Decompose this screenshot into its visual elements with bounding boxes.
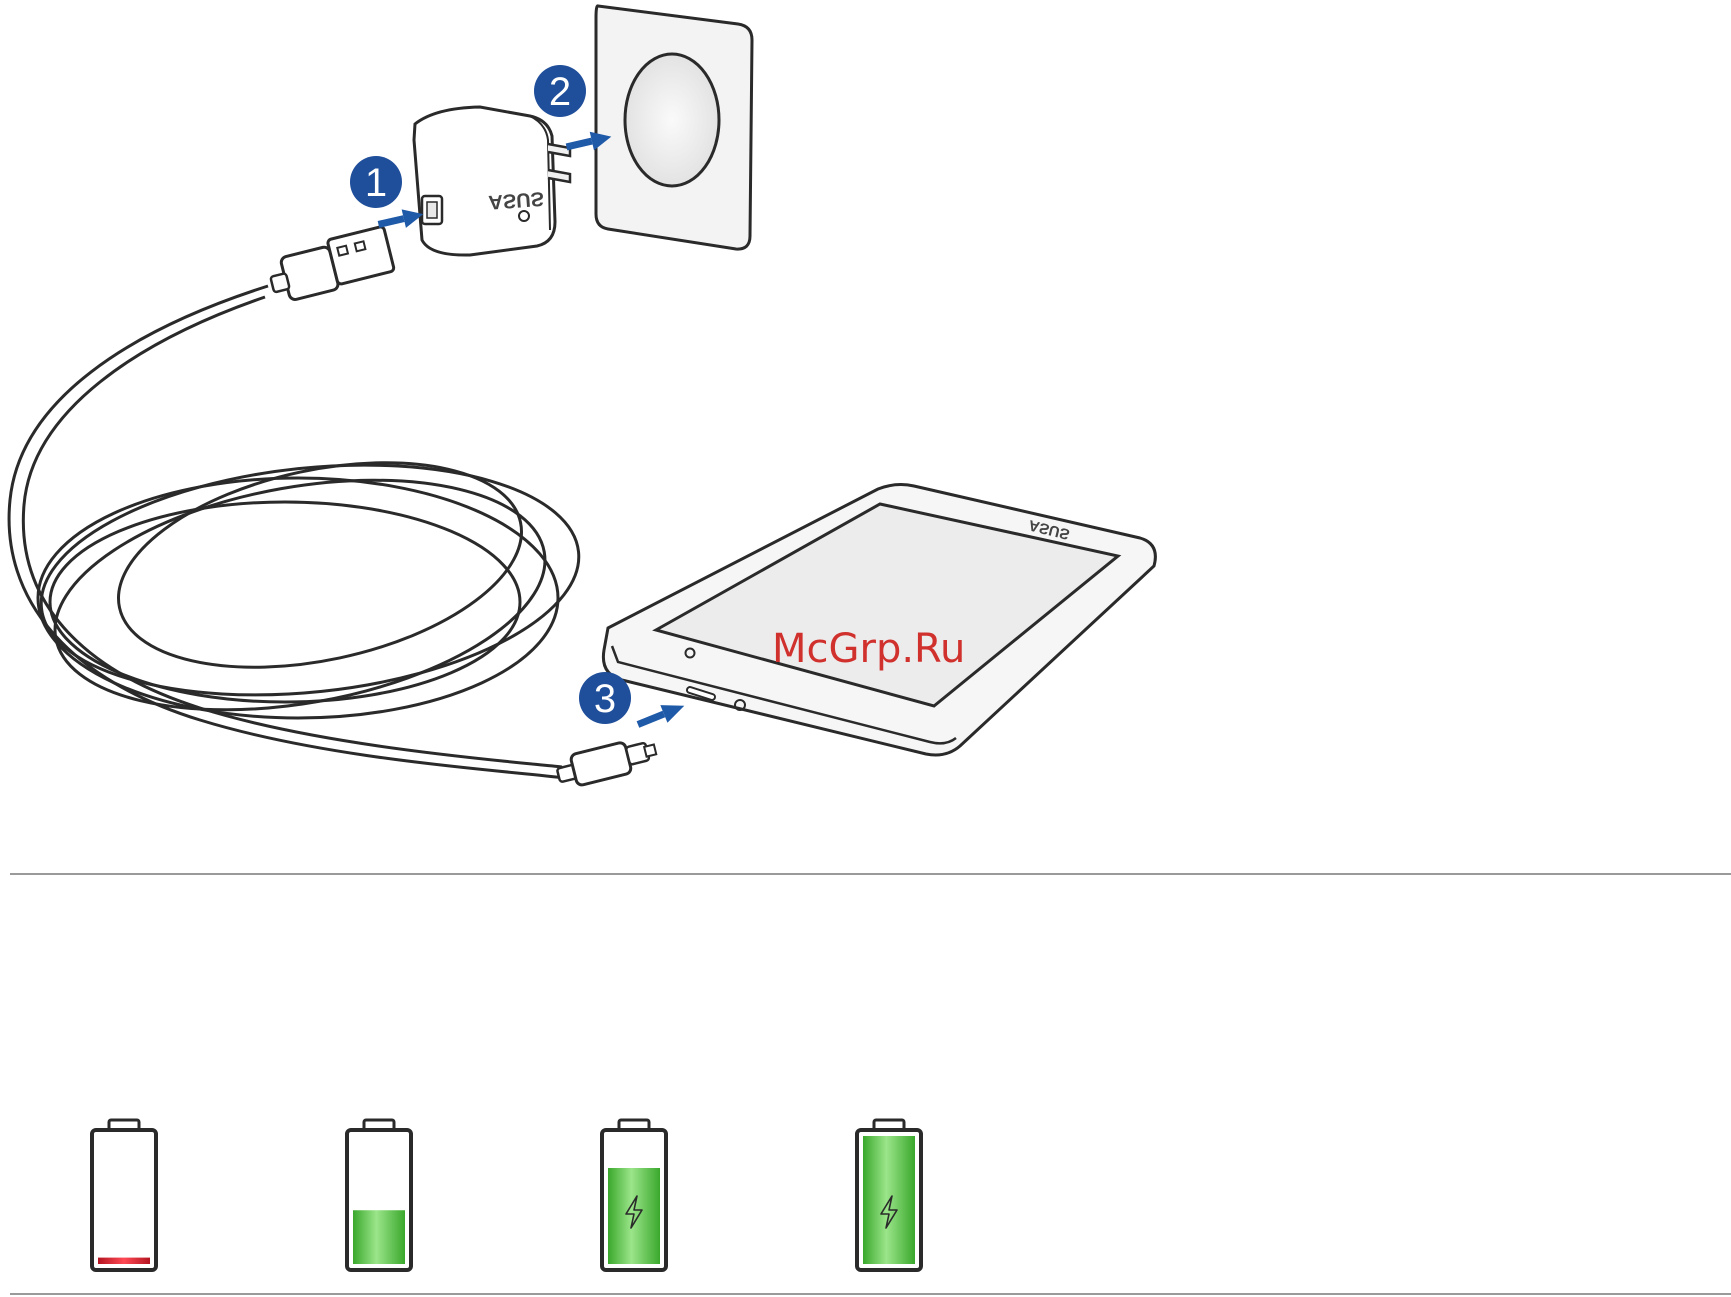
usb-a-plug xyxy=(265,226,395,304)
power-adapter: ASUS xyxy=(414,107,570,255)
battery-icon xyxy=(602,1120,666,1270)
step-badge-2: 2 xyxy=(534,65,586,117)
battery-levels xyxy=(92,1120,921,1270)
battery-icon xyxy=(347,1120,411,1270)
usb-cable xyxy=(9,286,590,778)
tablet: ASUS xyxy=(603,485,1155,755)
adapter-brand: ASUS xyxy=(488,187,545,213)
socket-face xyxy=(625,54,719,186)
step-number: 1 xyxy=(365,161,387,205)
arrow-step-3 xyxy=(634,697,687,733)
step-number: 2 xyxy=(549,70,571,114)
step-badge-3: 3 xyxy=(579,672,631,724)
micro-usb-plug xyxy=(554,735,659,790)
step-badge-1: 1 xyxy=(350,156,402,208)
battery-fill xyxy=(353,1210,405,1264)
battery-icon xyxy=(92,1120,156,1270)
battery-body xyxy=(92,1130,156,1270)
battery-icon xyxy=(857,1120,921,1270)
wall-outlet xyxy=(596,6,752,249)
battery-fill xyxy=(98,1258,150,1264)
step-number: 3 xyxy=(594,677,616,721)
watermark-text: McGrp.Ru xyxy=(772,626,965,672)
